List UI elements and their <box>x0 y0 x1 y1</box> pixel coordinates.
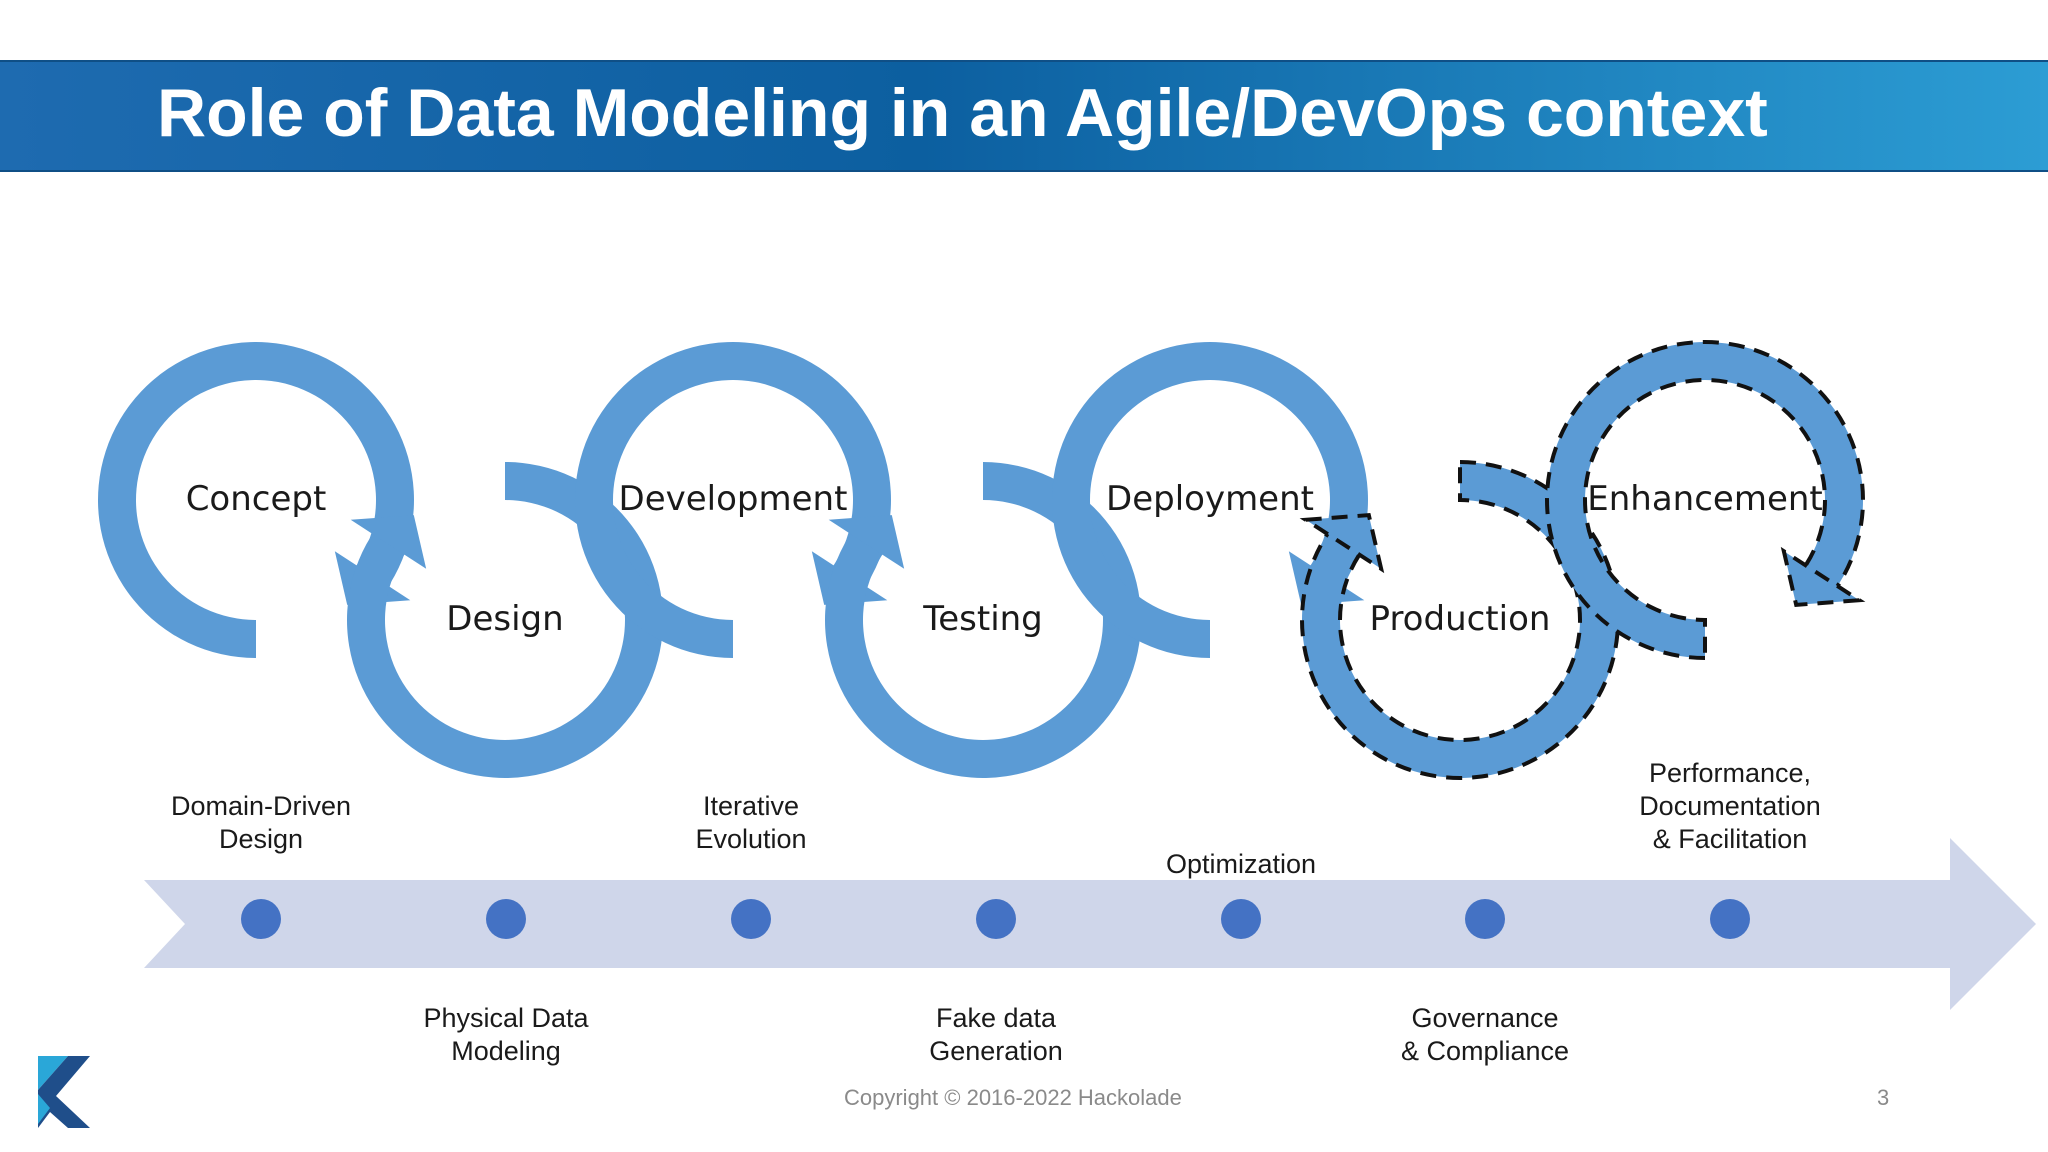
milestone-node <box>486 899 526 939</box>
phase-label-concept: Concept <box>186 479 327 519</box>
milestone-label-line: Governance <box>1411 1003 1558 1033</box>
phase-loop-enhancement: Enhancement <box>1545 340 1866 661</box>
timeline-arrow <box>144 838 2036 1010</box>
milestone-label-line: Domain-Driven <box>171 791 351 821</box>
milestone-node <box>1221 899 1261 939</box>
phase-loop-design: Design <box>347 462 664 778</box>
milestone-label-line: Design <box>219 824 303 854</box>
milestone-label-line: Documentation <box>1639 791 1821 821</box>
phase-label-testing: Testing <box>922 599 1043 639</box>
copyright-text: Copyright © 2016-2022 Hackolade <box>844 1085 1182 1110</box>
milestone-node <box>241 899 281 939</box>
milestone-label-line: & Compliance <box>1401 1036 1569 1066</box>
milestone-label-line: Generation <box>929 1036 1063 1066</box>
milestone-optimization: Optimization <box>1166 849 1316 939</box>
hackolade-logo-icon <box>38 1056 90 1128</box>
milestone-governance-compliance: Governance& Compliance <box>1401 899 1569 1066</box>
milestone-label-line: Fake data <box>936 1003 1057 1033</box>
phase-label-enhancement: Enhancement <box>1587 479 1823 519</box>
milestone-label-line: & Facilitation <box>1653 824 1808 854</box>
milestone-label-line: Optimization <box>1166 849 1316 879</box>
milestone-label-line: Iterative <box>703 791 799 821</box>
milestone-node <box>1465 899 1505 939</box>
phase-label-design: Design <box>446 599 563 639</box>
page-number: 3 <box>1877 1085 1890 1110</box>
milestone-node <box>976 899 1016 939</box>
milestone-performance-documentation-facilitation: Performance,Documentation& Facilitation <box>1639 758 1821 939</box>
milestone-label-line: Performance, <box>1649 758 1811 788</box>
phase-loop-testing: Testing <box>824 462 1142 778</box>
milestone-node <box>1710 899 1750 939</box>
slide-title: Role of Data Modeling in an Agile/DevOps… <box>157 75 1768 151</box>
title-banner <box>0 60 2048 172</box>
milestone-node <box>731 899 771 939</box>
milestone-label-line: Modeling <box>451 1036 561 1066</box>
phase-label-production: Production <box>1370 599 1551 639</box>
milestone-label-line: Evolution <box>695 824 806 854</box>
phase-label-development: Development <box>619 479 848 519</box>
phase-label-deployment: Deployment <box>1106 479 1314 519</box>
milestone-label-line: Physical Data <box>423 1003 589 1033</box>
